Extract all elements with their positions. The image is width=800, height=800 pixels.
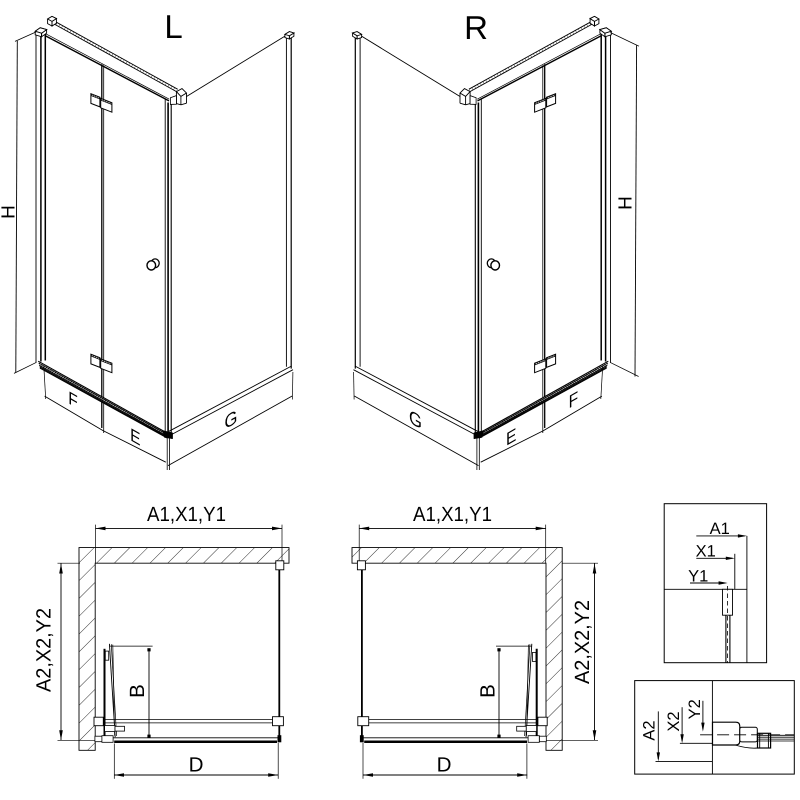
svg-text:A1,X1,Y1: A1,X1,Y1 xyxy=(413,503,492,526)
svg-text:E: E xyxy=(506,424,516,450)
svg-text:D: D xyxy=(437,754,452,777)
svg-text:A1: A1 xyxy=(710,520,730,538)
svg-text:G: G xyxy=(409,406,422,434)
svg-text:A2: A2 xyxy=(640,720,658,740)
svg-text:D: D xyxy=(189,754,204,777)
svg-text:B: B xyxy=(126,684,149,698)
svg-text:F: F xyxy=(569,387,579,413)
svg-text:Y2: Y2 xyxy=(686,699,704,719)
svg-text:A1,X1,Y1: A1,X1,Y1 xyxy=(147,503,226,526)
svg-text:G: G xyxy=(225,406,238,434)
svg-text:B: B xyxy=(476,684,499,698)
svg-text:F: F xyxy=(68,387,78,413)
svg-text:A2,X2,Y2: A2,X2,Y2 xyxy=(571,600,594,684)
svg-text:L: L xyxy=(164,8,182,45)
svg-text:H: H xyxy=(616,196,637,210)
svg-text:R: R xyxy=(464,9,488,46)
svg-text:X1: X1 xyxy=(696,543,716,561)
svg-text:E: E xyxy=(130,424,140,450)
svg-text:Y1: Y1 xyxy=(688,568,708,586)
svg-text:A2,X2,Y2: A2,X2,Y2 xyxy=(33,608,56,692)
svg-text:X2: X2 xyxy=(665,711,683,731)
svg-text:H: H xyxy=(0,205,20,219)
